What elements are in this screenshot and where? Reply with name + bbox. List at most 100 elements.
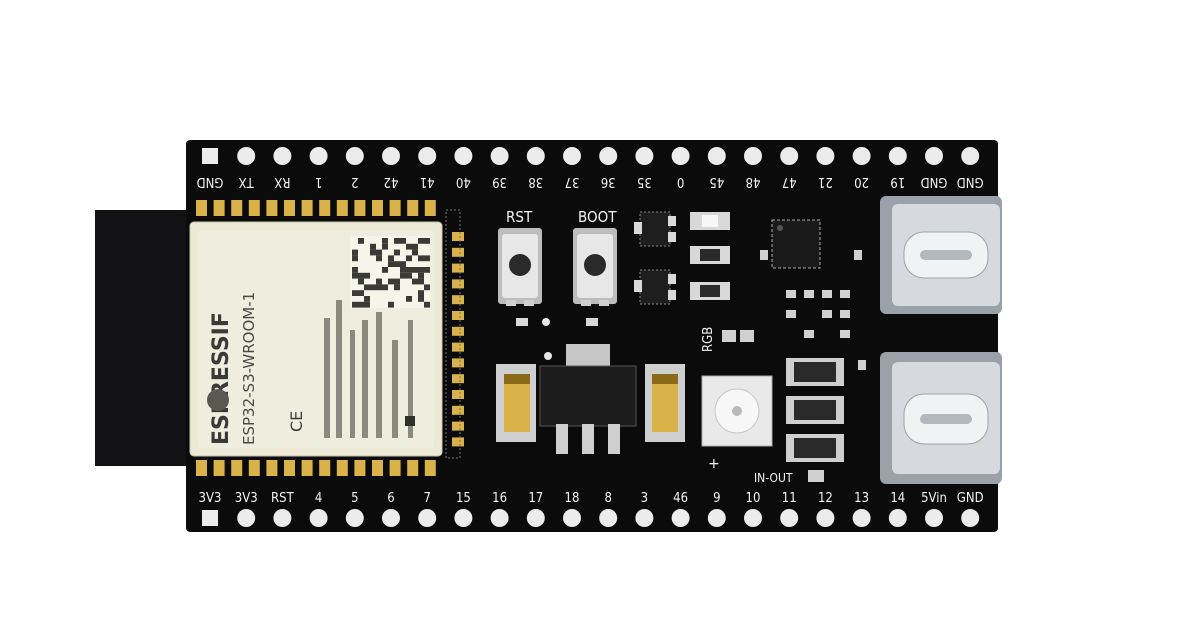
header-pin <box>490 509 509 527</box>
usb-c-connector-bottom <box>880 352 1002 484</box>
header-pin <box>852 509 871 527</box>
bottom-pin-label: 9 <box>713 491 720 506</box>
module-pad <box>336 200 348 216</box>
module-pad <box>354 200 366 216</box>
header-pin <box>671 509 690 527</box>
bottom-pin-label: 46 <box>673 491 688 506</box>
header-pin <box>599 509 618 527</box>
bottom-pin-label: RST <box>271 491 295 506</box>
header-pin <box>309 509 328 527</box>
voltage-regulator <box>539 344 637 454</box>
header-pin <box>526 509 545 527</box>
header-pin <box>816 509 835 527</box>
module-outline <box>445 209 461 459</box>
module-fine-print <box>324 300 413 438</box>
module-pad <box>424 200 436 216</box>
top-pin-label: 1 <box>315 174 322 189</box>
schottky-diode-3 <box>786 434 844 462</box>
header-pin <box>961 147 980 165</box>
header-pin <box>273 509 292 527</box>
header-pin <box>563 509 581 527</box>
via <box>542 318 550 326</box>
bottom-pin-label: 18 <box>565 491 580 506</box>
module-pad <box>319 200 331 216</box>
module-pad <box>452 311 464 320</box>
top-pin-label: 20 <box>854 174 869 189</box>
header-pin <box>707 147 726 165</box>
module-brand: ESPRESSIF <box>209 312 234 445</box>
rgb-led: + <box>701 375 773 472</box>
header-pin <box>707 509 726 527</box>
top-pin-label: 19 <box>890 174 905 189</box>
header-pin <box>418 509 437 527</box>
usb-uart-chip <box>771 219 821 269</box>
header-pin <box>635 509 654 527</box>
header-pin <box>454 147 473 165</box>
module-pad <box>196 460 207 476</box>
module-pad <box>213 460 225 476</box>
module-pad <box>248 460 260 476</box>
top-pin-label: 36 <box>601 174 616 189</box>
module-pad <box>452 247 464 257</box>
header-pin <box>671 147 690 165</box>
header-pin <box>925 147 943 165</box>
module-pad <box>407 200 419 216</box>
top-pin-label: 40 <box>456 174 471 189</box>
header-pin <box>202 148 218 164</box>
header-pin <box>780 509 799 527</box>
bottom-pin-label: 11 <box>782 491 797 506</box>
bottom-pin-label: GND <box>957 491 984 506</box>
header-pin <box>490 147 509 165</box>
module-pad <box>213 200 225 216</box>
header-pin <box>237 509 256 527</box>
bottom-pin-label: 3V3 <box>235 491 258 506</box>
reset-button-label: RST <box>506 208 533 226</box>
module-pad <box>452 358 464 368</box>
header-pin <box>816 147 835 165</box>
module-pad <box>372 200 383 216</box>
module-pad <box>266 200 278 216</box>
module-pad <box>389 460 401 476</box>
header-pin <box>925 509 943 527</box>
bottom-pin-label: 13 <box>854 491 869 506</box>
top-pin-label: GND <box>957 174 984 189</box>
top-pin-label: 0 <box>677 174 684 189</box>
module-pad <box>389 200 401 216</box>
module-pad <box>372 460 383 476</box>
header-pin <box>345 509 364 527</box>
header-pin <box>744 147 762 165</box>
module-pad <box>284 200 295 216</box>
header-pin <box>454 509 473 527</box>
bottom-pin-label: 5 <box>351 491 358 506</box>
module-pad <box>452 437 464 447</box>
module-pad <box>452 421 464 431</box>
schottky-diode-2 <box>786 396 844 424</box>
bottom-pin-label: 3V3 <box>199 491 222 506</box>
module-pad <box>452 342 464 352</box>
header-pin <box>526 147 545 165</box>
module-pad <box>301 460 313 476</box>
module-pad <box>424 460 436 476</box>
tantalum-capacitor-1 <box>496 364 536 442</box>
top-pin-label: 45 <box>709 174 724 189</box>
top-pin-label: TX <box>239 174 255 189</box>
top-pin-label: 47 <box>782 174 797 189</box>
top-pin-label: 39 <box>492 174 507 189</box>
ce-mark: CE <box>287 411 306 432</box>
header-pin <box>382 509 400 527</box>
boot-button <box>573 228 617 306</box>
smd-pad <box>516 318 528 326</box>
module-pad <box>231 200 243 216</box>
resistor-1 <box>690 246 730 264</box>
module-pad <box>248 200 260 216</box>
module-pad <box>452 374 464 384</box>
top-pin-label: 48 <box>746 174 761 189</box>
header-pin <box>599 147 618 165</box>
bottom-pin-label: 10 <box>746 491 761 506</box>
module-pad <box>452 279 464 289</box>
reset-button <box>498 228 542 306</box>
usb-c-connector-top <box>880 196 1002 314</box>
